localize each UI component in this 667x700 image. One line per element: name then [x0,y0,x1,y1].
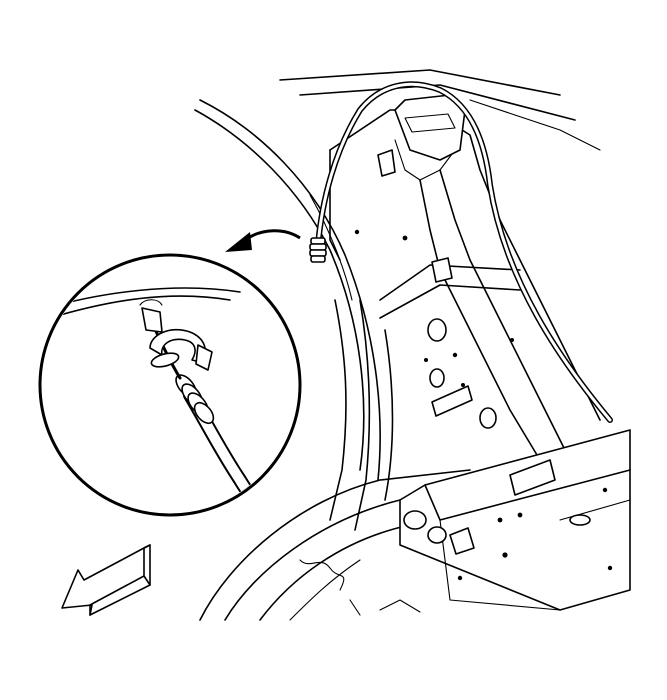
panel-ridge-3 [394,139,456,181]
rivet-2 [354,229,360,235]
beam-rivet-1 [497,517,503,523]
pillar-edge-3 [384,329,394,501]
beam-rivet-5 [607,565,613,571]
fitting-ring-3 [309,249,327,257]
sill-curve-1 [199,469,471,621]
top-bracket [394,94,466,161]
front-direction-arrow [61,544,151,616]
beam-bracket [509,459,556,496]
rivet-3 [452,352,458,358]
clip-upper [377,149,396,177]
detail-panel-edge [49,295,231,319]
fitting-ring-4 [310,255,326,263]
inner-panel-outline [329,109,601,421]
sill-curve-3 [259,524,411,621]
panel-hole-3 [479,407,497,429]
detail-callout [38,253,302,517]
detail-fitting [175,374,215,425]
detail-grommet [139,299,163,306]
cable [315,81,613,423]
top-bracket-detail [404,113,456,133]
beam-hole-1 [403,510,427,530]
retaining-clip [141,307,213,371]
panel-hole-1 [427,318,447,342]
box-beam-flange [439,519,561,611]
wheelhouse-arc-mid [199,99,381,481]
wheelhouse-arc-outer [194,109,365,471]
panel-ridge-2 [439,169,566,451]
right-floor-hole [569,514,591,526]
callout-arrow [225,229,301,252]
pillar-edge-2 [354,299,371,531]
body-panel-structure [194,69,631,621]
rivet-5 [424,358,428,362]
roof-rail-1 [279,69,561,96]
roof-rail-2 [299,84,576,121]
roof-rail-3 [469,99,601,151]
clip-mid [431,257,453,283]
beam-slot [449,527,475,555]
cross-beam-bottom [379,284,521,319]
fitting-ring-2 [309,243,327,251]
panel-hole-2 [429,368,445,388]
beam-rivet-6 [602,487,608,493]
fitting-ring-1 [310,237,326,245]
wheelhouse-arc-inner [309,194,353,301]
rivet-1 [402,235,408,241]
cable-end-fitting [309,237,327,263]
beam-rivet-3 [502,552,508,558]
sill-curve-4 [289,559,361,621]
cross-beam-top [379,264,521,301]
rivet-4 [461,383,465,387]
rivet-6 [510,338,514,342]
floor-hatch [349,599,421,616]
pillar-edge-1 [329,299,347,521]
beam-rivet-4 [457,575,463,581]
beam-rivet-2 [517,512,523,518]
panel-ridge-1 [419,179,541,461]
sill-squiggle [299,559,345,591]
beam-hole-2 [427,526,447,544]
box-beam [399,429,631,611]
panel-slot [431,385,473,417]
sill-curve-2 [224,489,471,621]
